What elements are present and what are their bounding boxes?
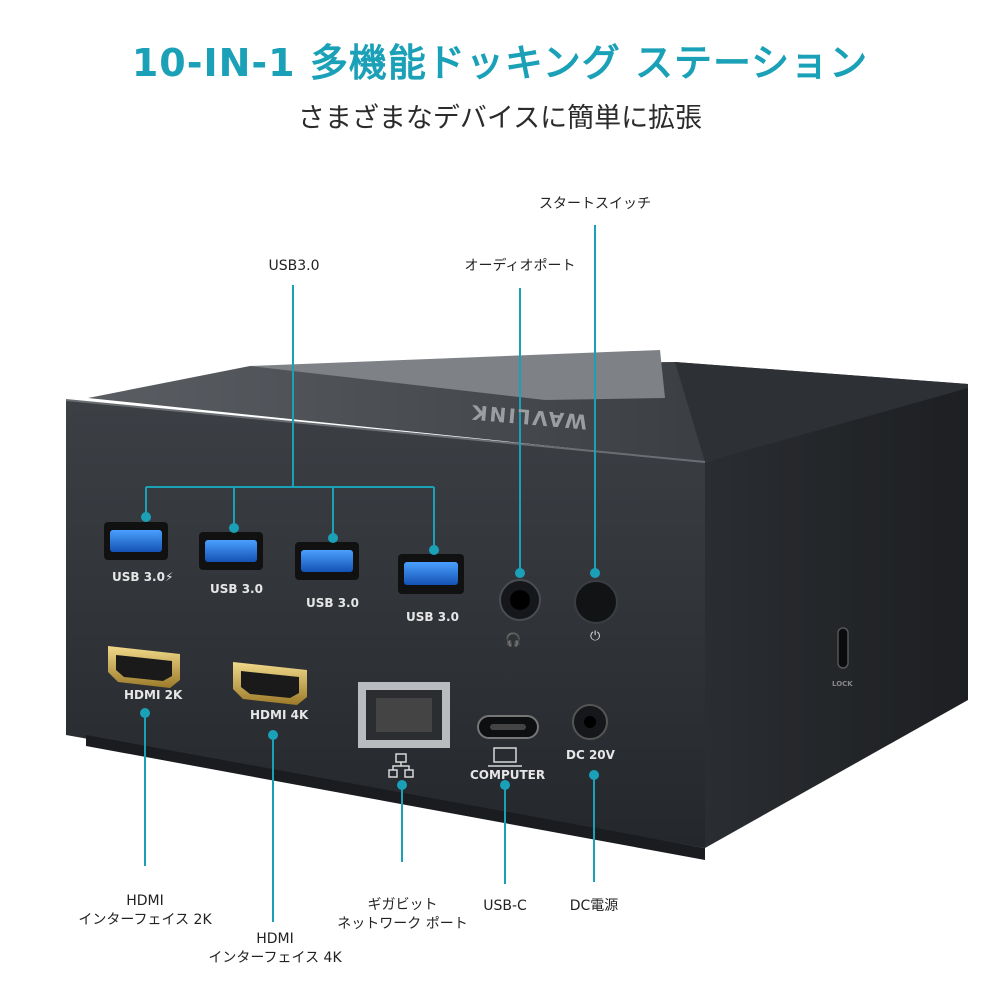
callout-lines <box>144 225 596 922</box>
page-subtitle: さまざまなデバイスに簡単に拡張 <box>297 103 703 134</box>
hdmi4k-callout-label: HDMI インターフェイス 4K <box>190 930 360 968</box>
kensington-lock-slot[interactable] <box>837 627 849 669</box>
ethernet-callout-line1: ギガビット <box>367 897 438 913</box>
dc-callout-label: DC電源 <box>569 898 619 914</box>
power-switch-callout-label: スタートスイッチ <box>539 196 651 212</box>
power-button[interactable] <box>574 580 618 624</box>
hdmi4k-callout-line1: HDMI <box>256 931 294 947</box>
hdmi4k-port-label: HDMI 4K <box>250 708 309 722</box>
hdmi2k-callout-line2: インターフェイス 2K <box>78 912 212 928</box>
audio-jack[interactable] <box>499 579 541 621</box>
computer-port-label: COMPUTER <box>470 768 546 782</box>
ethernet-callout-line2: ネットワーク ポート <box>337 916 468 932</box>
hdmi4k-callout-line2: インターフェイス 4K <box>208 950 342 966</box>
usb4-port-label: USB 3.0 <box>406 610 459 624</box>
hdmi2k-port-label: HDMI 2K <box>124 688 183 702</box>
usb-c-port[interactable] <box>477 715 539 739</box>
ethernet-port[interactable] <box>358 682 450 748</box>
callout-dots <box>140 512 600 790</box>
hdmi-port-4k[interactable] <box>233 662 307 705</box>
power-icon: ⏻ <box>590 629 600 644</box>
usb1-port-label: USB 3.0⚡ <box>112 570 174 584</box>
headset-mic-icon: 🎧 <box>505 632 521 648</box>
hdmi2k-callout-line1: HDMI <box>126 893 164 909</box>
usb-port-4[interactable] <box>398 554 464 594</box>
lock-label: LOCK <box>832 680 853 688</box>
audio-callout-label: オーディオポート <box>464 258 576 274</box>
usb-port-3[interactable] <box>295 542 359 580</box>
usb-port-2[interactable] <box>199 532 263 570</box>
page-title: 10-IN-1 多機能ドッキング ステーション <box>131 41 869 85</box>
hdmi-port-2k[interactable] <box>108 646 180 688</box>
usb2-port-label: USB 3.0 <box>210 582 263 596</box>
hdmi2k-callout-label: HDMI インターフェイス 2K <box>60 892 230 930</box>
dc-port-label: DC 20V <box>566 748 615 762</box>
usb3-port-label: USB 3.0 <box>306 596 359 610</box>
device-body <box>65 350 968 860</box>
usb-port-1[interactable] <box>104 522 168 560</box>
laptop-icon <box>488 747 522 767</box>
dc-jack[interactable] <box>572 704 608 740</box>
ethernet-callout-label: ギガビット ネットワーク ポート <box>330 896 475 934</box>
usbc-callout-label: USB-C <box>483 898 527 914</box>
usb-callout-label: USB3.0 <box>268 258 320 274</box>
network-icon <box>388 753 414 778</box>
